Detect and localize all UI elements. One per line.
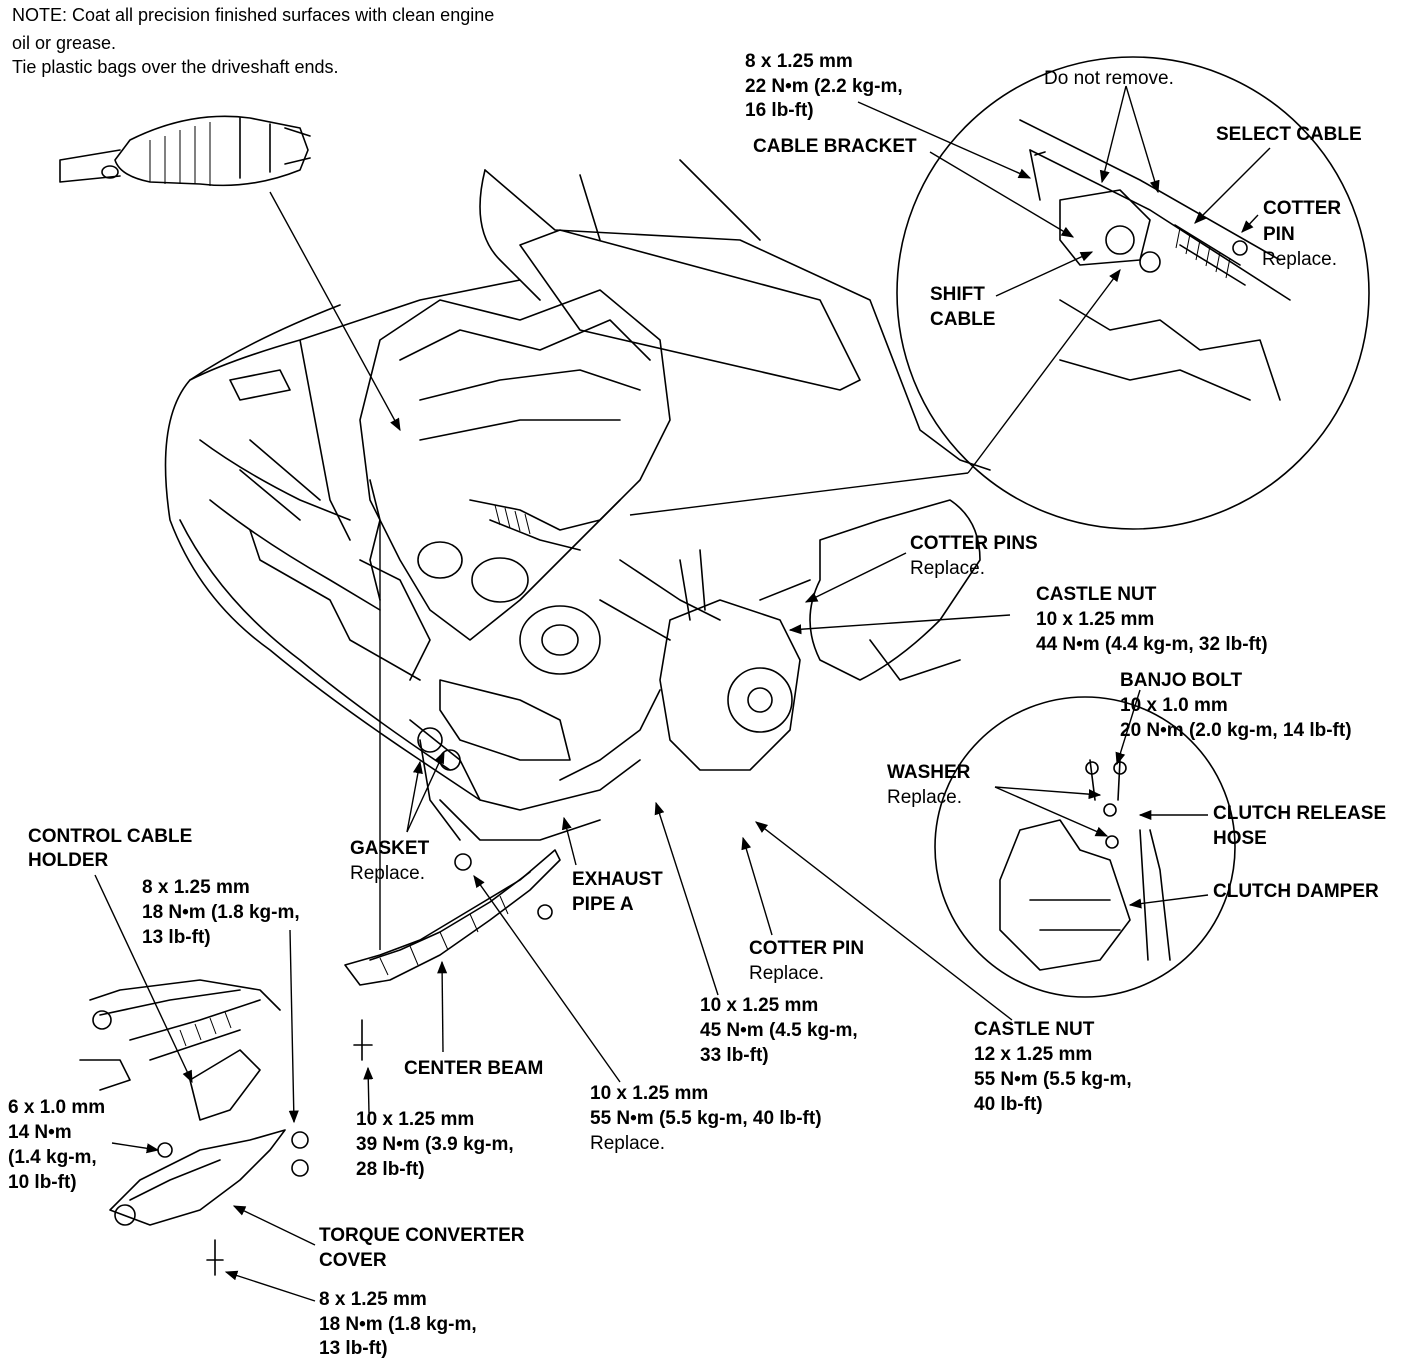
castle-nut-lower-torque-2: 40 lb-ft): [974, 1094, 1043, 1115]
clutch-damper-label: CLUTCH DAMPER: [1213, 881, 1379, 902]
mid-bolt-torque-1: 45 N•m (4.5 kg-m,: [700, 1020, 858, 1041]
castle-nut-upper-label: CASTLE NUT: [1036, 584, 1157, 605]
cable-bracket-label: CABLE BRACKET: [753, 136, 917, 157]
cable-bracket-bolt-torque-2: 16 lb-ft): [745, 100, 814, 121]
center-beam-part: [344, 849, 561, 1061]
mid-bolt-torque-2: 33 lb-ft): [700, 1045, 769, 1066]
washer-note: Replace.: [887, 787, 962, 808]
washer-label: WASHER: [887, 762, 971, 783]
cotter-pin-lower-note: Replace.: [749, 963, 824, 984]
holder-bolt-size: 8 x 1.25 mm: [142, 877, 250, 898]
note-line-1: NOTE: Coat all precision finished surfac…: [12, 5, 495, 25]
cable-bracket-bolt-torque-1: 22 N•m (2.2 kg-m,: [745, 76, 903, 97]
exhaust-nut-torque: 55 N•m (5.5 kg-m, 40 lb-ft): [590, 1108, 822, 1129]
small-bolt-torque-3: 10 lb-ft): [8, 1172, 77, 1193]
banjo-bolt-size: 10 x 1.0 mm: [1120, 695, 1228, 716]
note-line-3: Tie plastic bags over the driveshaft end…: [12, 57, 339, 77]
castle-nut-lower-torque-1: 55 N•m (5.5 kg-m,: [974, 1069, 1132, 1090]
beam-bolt-torque-1: 39 N•m (3.9 kg-m,: [356, 1134, 514, 1155]
cotter-pin-top-label-2: PIN: [1263, 224, 1295, 245]
cotter-pin-lower-label: COTTER PIN: [749, 938, 865, 959]
torque-converter-cover-label-2: COVER: [319, 1250, 387, 1271]
mid-bolt-size: 10 x 1.25 mm: [700, 995, 819, 1016]
engine-assembly: [359, 289, 801, 841]
cover-bolt-size: 8 x 1.25 mm: [319, 1289, 427, 1310]
exhaust-pipe-a-label-2: PIPE A: [572, 894, 634, 915]
do-not-remove-note: Do not remove.: [1044, 68, 1174, 89]
leader-lines: [94, 85, 1271, 1302]
shift-cable-label-1: SHIFT: [930, 284, 985, 305]
holder-bolt-torque-1: 18 N•m (1.8 kg-m,: [142, 902, 300, 923]
center-beam-label: CENTER BEAM: [404, 1058, 544, 1079]
small-bolt-size: 6 x 1.0 mm: [8, 1097, 106, 1118]
cotter-pins-note: Replace.: [910, 558, 985, 579]
castle-nut-upper-torque: 44 N•m (4.4 kg-m, 32 lb-ft): [1036, 634, 1268, 655]
exhaust-pipe-a-label-1: EXHAUST: [572, 869, 663, 890]
exhaust-nut-note: Replace.: [590, 1133, 665, 1154]
torque-converter-cover-label-1: TORQUE CONVERTER: [319, 1225, 525, 1246]
shift-cable-label-2: CABLE: [930, 309, 996, 330]
control-cable-holder-label-1: CONTROL CABLE: [28, 826, 193, 847]
cover-bolt-torque-2: 13 lb-ft): [319, 1338, 388, 1359]
control-cable-holder-label-2: HOLDER: [28, 850, 109, 871]
castle-nut-upper-size: 10 x 1.25 mm: [1036, 609, 1155, 630]
gasket-label: GASKET: [350, 838, 430, 859]
exhaust-nut-size: 10 x 1.25 mm: [590, 1083, 709, 1104]
select-cable-label: SELECT CABLE: [1216, 124, 1362, 145]
cotter-pin-top-label-1: COTTER: [1263, 198, 1342, 219]
holder-bolt-torque-2: 13 lb-ft): [142, 927, 211, 948]
clutch-damper-detail: [934, 696, 1236, 998]
car-body-outline: [164, 159, 991, 801]
cotter-pins-label: COTTER PINS: [910, 533, 1038, 554]
driveshaft-end-sketch: [59, 115, 311, 187]
castle-nut-lower-label: CASTLE NUT: [974, 1019, 1095, 1040]
clutch-release-hose-label-1: CLUTCH RELEASE: [1213, 803, 1387, 824]
gasket-note: Replace.: [350, 863, 425, 884]
beam-bolt-torque-2: 28 lb-ft): [356, 1159, 425, 1180]
banjo-bolt-label: BANJO BOLT: [1120, 670, 1243, 691]
cover-bolt-torque-1: 18 N•m (1.8 kg-m,: [319, 1314, 477, 1335]
banjo-bolt-torque: 20 N•m (2.0 kg-m, 14 lb-ft): [1120, 720, 1352, 741]
castle-nut-lower-size: 12 x 1.25 mm: [974, 1044, 1093, 1065]
small-bolt-torque-2: (1.4 kg-m,: [8, 1147, 97, 1168]
small-bolt-torque-1: 14 N•m: [8, 1122, 72, 1143]
clutch-release-hose-label-2: HOSE: [1213, 828, 1267, 849]
note-line-2: oil or grease.: [12, 33, 117, 53]
torque-converter-cover-part: [79, 979, 309, 1276]
shift-cable-detail: [896, 56, 1370, 530]
beam-bolt-size: 10 x 1.25 mm: [356, 1109, 475, 1130]
cotter-pin-top-note: Replace.: [1262, 249, 1337, 270]
cable-bracket-bolt-size: 8 x 1.25 mm: [745, 51, 853, 72]
